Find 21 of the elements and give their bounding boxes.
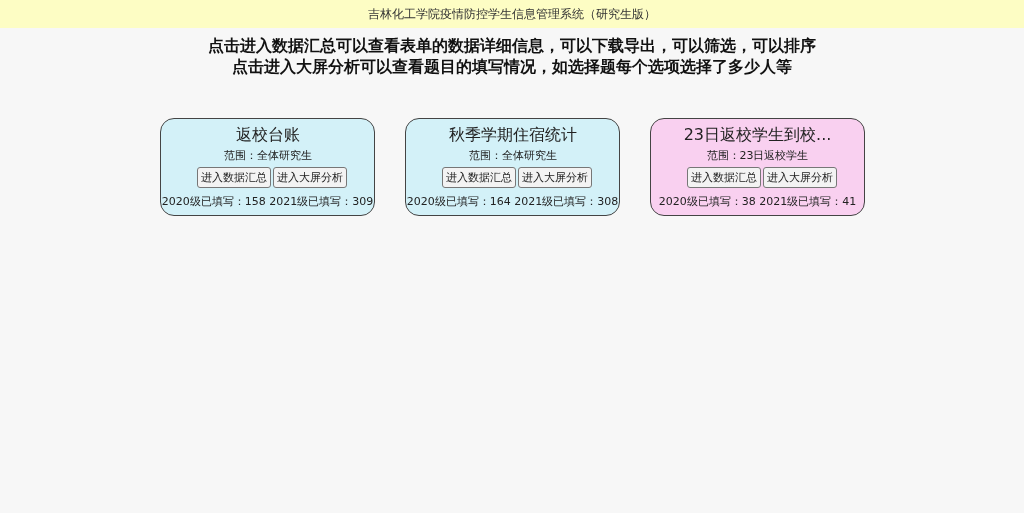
button: 进入数据汇总 — [442, 167, 516, 188]
button: 进入数据汇总 — [687, 167, 761, 188]
instruction-text: 点击进入数据汇总可以查看表单的数据详细信息，可以下载导出，可以筛选，可以排序 — [208, 37, 816, 55]
count-text: 2020级已填写：38 2021级已填写：41 — [658, 195, 857, 208]
button: 进入数据汇总 — [197, 167, 271, 188]
card-title: 23日返校学生到校... — [683, 125, 832, 144]
button: 进入大屏分析 — [518, 167, 592, 188]
button: 进入大屏分析 — [763, 167, 837, 188]
count-text: 2020级已填写：164 2021级已填写：308 — [406, 195, 619, 208]
card-title: 返校台账 — [235, 125, 300, 144]
button: 进入大屏分析 — [273, 167, 347, 188]
scope-text: 范围：全体研究生 — [468, 149, 557, 162]
survey-card — [405, 118, 620, 216]
survey-card — [650, 118, 865, 216]
count-text: 2020级已填写：158 2021级已填写：309 — [161, 195, 374, 208]
survey-card — [160, 118, 375, 216]
scope-text: 范围：全体研究生 — [223, 149, 312, 162]
instruction-text: 点击进入大屏分析可以查看题目的填写情况，如选择题每个选项选择了多少人等 — [232, 58, 792, 76]
scope-text: 范围：23日返校学生 — [706, 149, 809, 162]
page-title: 吉林化工学院疫情防控学生信息管理系统（研究生版） — [368, 7, 656, 21]
card-title: 秋季学期住宿统计 — [448, 125, 577, 144]
